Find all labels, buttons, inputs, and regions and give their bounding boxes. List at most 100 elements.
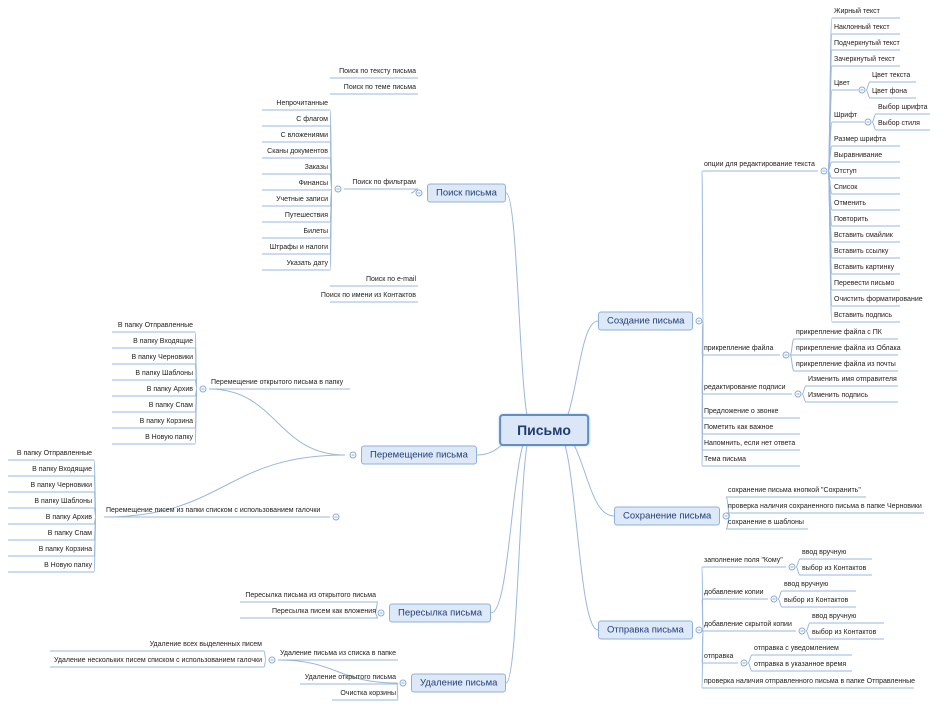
- collapse-icon[interactable]: [334, 185, 342, 193]
- topic-шрифт[interactable]: Шрифт: [834, 112, 858, 119]
- topic-изменить-имя-отправителя[interactable]: Изменить имя отправителя: [808, 376, 897, 383]
- collapse-icon[interactable]: [695, 626, 703, 634]
- topic-тема-письма[interactable]: Тема письма: [704, 456, 746, 463]
- topic-сохранение-письма-кнопкой-сохранить[interactable]: сохранение письма кнопкой "Сохранить": [728, 487, 861, 494]
- branch-forward[interactable]: Пересылка письма: [389, 603, 492, 623]
- topic-очистить-форматирование[interactable]: Очистить форматирование: [834, 296, 923, 303]
- topic-заказы[interactable]: Заказы: [304, 164, 328, 171]
- topic-удаление-письма-из-списка-в-папке[interactable]: Удаление письма из списка в папке: [280, 650, 396, 657]
- topic-выравнивание[interactable]: Выравнивание: [834, 152, 883, 159]
- branch-create[interactable]: Создание письма: [598, 311, 694, 331]
- topic-с-вложениями[interactable]: С вложениями: [280, 132, 328, 139]
- topic-в-папку-спам[interactable]: В папку Спам: [47, 530, 92, 537]
- collapse-icon[interactable]: [349, 451, 357, 459]
- topic-наклонный-текст[interactable]: Наклонный текст: [834, 24, 890, 31]
- topic-отправка-с-уведомлением[interactable]: отправка с уведомлением: [754, 645, 839, 652]
- topic-в-папку-шаблоны[interactable]: В папку Шаблоны: [135, 370, 193, 377]
- collapse-icon[interactable]: [794, 390, 802, 398]
- topic-добавление-копии[interactable]: добавление копии: [704, 589, 764, 596]
- collapse-icon[interactable]: [399, 679, 407, 687]
- topic-отменить[interactable]: Отменить: [834, 200, 866, 207]
- collapse-icon[interactable]: [864, 118, 872, 126]
- topic-перемещение-открытого-письма-в-папку[interactable]: Перемещение открытого письма в папку: [211, 379, 344, 386]
- topic-зачеркнутый-текст[interactable]: Зачеркнутый текст: [834, 56, 895, 63]
- topic-вставить-подпись[interactable]: Вставить подпись: [834, 312, 893, 319]
- topic-проверка-наличия-сохраненного-письма-в-папке-черновики[interactable]: проверка наличия сохраненного письма в п…: [728, 503, 922, 510]
- topic-пересылка-письма-из-открытого-письма[interactable]: Пересылка письма из открытого письма: [245, 592, 376, 599]
- topic-цвет-текста[interactable]: Цвет текста: [872, 72, 911, 79]
- topic-пересылка-писем-как-вложения[interactable]: Пересылка писем как вложения: [271, 608, 376, 615]
- branch-move[interactable]: Перемещение письма: [361, 445, 477, 465]
- topic-цвет[interactable]: Цвет: [834, 80, 850, 87]
- collapse-icon[interactable]: [820, 167, 828, 175]
- topic-указать-дату[interactable]: Указать дату: [286, 260, 328, 267]
- collapse-icon[interactable]: [377, 609, 385, 617]
- topic-повторить[interactable]: Повторить: [834, 216, 869, 223]
- topic-в-папку-архив[interactable]: В папку Архив: [45, 514, 92, 521]
- collapse-icon[interactable]: [740, 659, 748, 667]
- topic-в-папку-отправленные[interactable]: В папку Отправленные: [16, 450, 92, 457]
- topic-напомнить-если-нет-ответа[interactable]: Напомнить, если нет ответа: [704, 440, 796, 447]
- topic-финансы[interactable]: Финансы: [298, 180, 328, 187]
- topic-выбор-шрифта[interactable]: Выбор шрифта: [878, 104, 928, 111]
- branch-send[interactable]: Отправка письма: [598, 620, 693, 640]
- collapse-icon[interactable]: [798, 627, 806, 635]
- collapse-icon[interactable]: [268, 656, 276, 664]
- topic-в-папку-архив[interactable]: В папку Архив: [146, 386, 193, 393]
- topic-учетные-записи[interactable]: Учетные записи: [276, 196, 328, 203]
- topic-пометить-как-важное[interactable]: Пометить как важное: [704, 424, 774, 431]
- topic-сохранение-в-шаблоны[interactable]: сохранение в шаблоны: [728, 519, 804, 526]
- topic-ввод-вручную[interactable]: ввод вручную: [784, 581, 829, 588]
- topic-редактирование-подписи[interactable]: редактирование подписи: [704, 384, 786, 391]
- topic-путешествия[interactable]: Путешествия: [284, 212, 328, 219]
- topic-жирный-текст[interactable]: Жирный текст: [834, 8, 880, 15]
- topic-в-папку-шаблоны[interactable]: В папку Шаблоны: [34, 498, 92, 505]
- topic-прикрепление-файла[interactable]: прикрепление файла: [704, 345, 774, 352]
- topic-выбор-из-контактов[interactable]: выбор из Контактов: [812, 629, 877, 636]
- topic-поиск-по-теме-письма[interactable]: Поиск по теме письма: [343, 84, 416, 91]
- topic-сканы-документов[interactable]: Сканы документов: [267, 148, 328, 155]
- collapse-icon[interactable]: [415, 189, 423, 197]
- topic-подчеркнутый-текст[interactable]: Подчеркнутый текст: [834, 40, 900, 47]
- topic-очистка-корзины[interactable]: Очистка корзины: [340, 690, 396, 697]
- topic-в-папку-корзина[interactable]: В папку Корзина: [139, 418, 193, 425]
- collapse-icon[interactable]: [695, 317, 703, 325]
- topic-удаление-нескольких-писем-списком-с-использованием-галочки[interactable]: Удаление нескольких писем списком с испо…: [53, 657, 262, 664]
- topic-перевести-письмо[interactable]: Перевести письмо: [834, 280, 895, 287]
- topic-удаление-открытого-письма[interactable]: Удаление открытого письма: [304, 674, 396, 681]
- topic-цвет-фона[interactable]: Цвет фона: [872, 88, 908, 95]
- topic-билеты[interactable]: Билеты: [303, 228, 329, 235]
- topic-поиск-по-тексту-письма[interactable]: Поиск по тексту письма: [339, 68, 416, 75]
- topic-отступ[interactable]: Отступ: [834, 168, 857, 175]
- topic-поиск-по-фильтрам[interactable]: Поиск по фильтрам: [352, 179, 416, 186]
- topic-штрафы-и-налоги[interactable]: Штрафы и налоги: [269, 244, 328, 251]
- collapse-icon[interactable]: [199, 385, 207, 393]
- topic-в-папку-черновики[interactable]: В папку Черновики: [131, 354, 194, 361]
- branch-delete[interactable]: Удаление письма: [411, 673, 507, 693]
- topic-в-новую-папку[interactable]: В Новую папку: [44, 562, 92, 569]
- topic-прикрепление-файла-с-пк[interactable]: прикрепление файла с ПК: [796, 329, 882, 336]
- topic-заполнение-поля-кому[interactable]: заполнение поля "Кому": [704, 557, 783, 564]
- topic-ввод-вручную[interactable]: ввод вручную: [802, 549, 847, 556]
- topic-поиск-по-имени-из-контактов[interactable]: Поиск по имени из Контактов: [320, 292, 416, 299]
- topic-в-папку-входящие[interactable]: В папку Входящие: [32, 466, 92, 473]
- topic-вставить-ссылку[interactable]: Вставить ссылку: [834, 248, 889, 255]
- collapse-icon[interactable]: [770, 595, 778, 603]
- central-topic[interactable]: Письмо: [499, 414, 589, 446]
- topic-отправка-в-указанное-время[interactable]: отправка в указанное время: [754, 661, 847, 668]
- topic-опции-для-редактирование-текста[interactable]: опции для редактирование текста: [704, 161, 815, 168]
- topic-в-папку-отправленные[interactable]: В папку Отправленные: [117, 322, 193, 329]
- topic-размер-шрифта[interactable]: Размер шрифта: [834, 136, 887, 143]
- topic-вставить-картинку[interactable]: Вставить картинку: [834, 264, 895, 271]
- topic-предложение-о-звонке[interactable]: Предложение о звонке: [704, 408, 779, 415]
- topic-выбор-стиля[interactable]: Выбор стиля: [878, 120, 920, 127]
- topic-ввод-вручную[interactable]: ввод вручную: [812, 613, 857, 620]
- branch-save[interactable]: Сохранение письма: [614, 506, 721, 526]
- collapse-icon[interactable]: [858, 86, 866, 94]
- topic-изменить-подпись[interactable]: Изменить подпись: [808, 392, 868, 399]
- topic-в-папку-корзина[interactable]: В папку Корзина: [38, 546, 92, 553]
- topic-в-папку-спам[interactable]: В папку Спам: [148, 402, 193, 409]
- topic-в-папку-черновики[interactable]: В папку Черновики: [30, 482, 93, 489]
- collapse-icon[interactable]: [788, 563, 796, 571]
- topic-прикрепление-файла-из-почты[interactable]: прикрепление файла из почты: [796, 361, 896, 368]
